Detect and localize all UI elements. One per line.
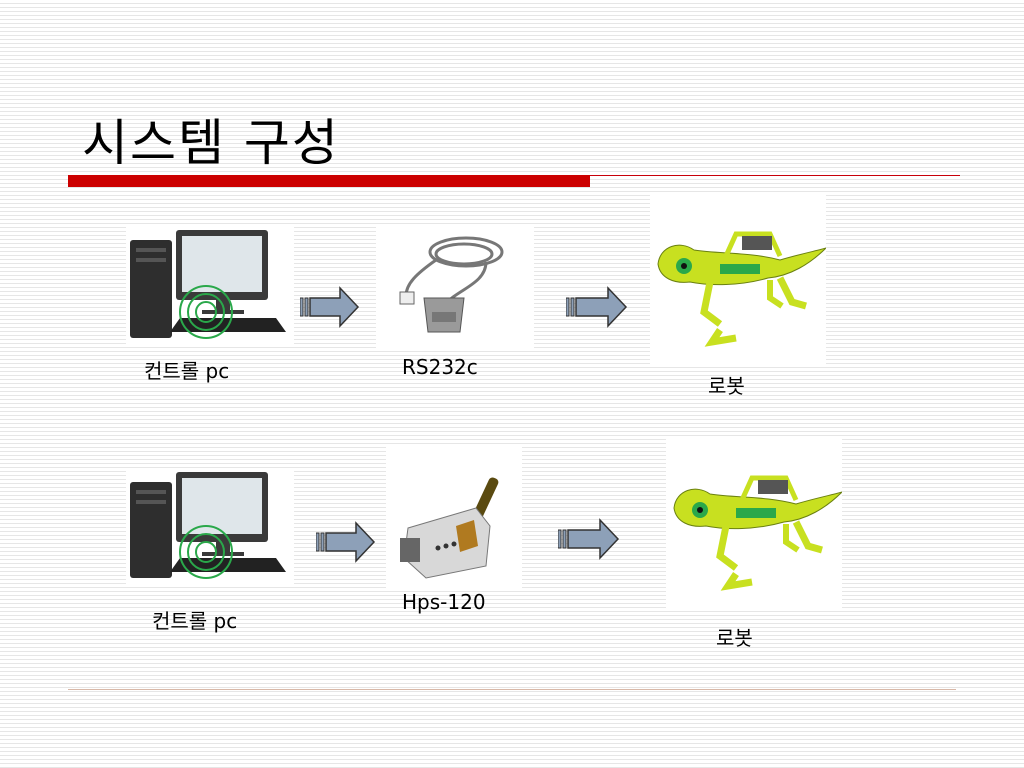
robot-label: 로봇 — [708, 374, 745, 398]
desktop-computer-icon — [126, 468, 294, 584]
lizard-robot-icon — [650, 194, 827, 366]
footer-divider — [68, 689, 956, 690]
right-arrow-icon — [316, 521, 376, 563]
hps-120-label: Hps-120 — [402, 590, 486, 614]
control-pc-label: 컨트롤 pc — [152, 609, 238, 633]
rs232c-label: RS232c — [402, 355, 478, 379]
control-pc-label: 컨트롤 pc — [144, 359, 230, 383]
right-arrow-icon — [300, 286, 360, 328]
title-accent-bar — [68, 175, 590, 187]
serial-cable-icon — [376, 224, 534, 348]
right-arrow-icon — [566, 286, 628, 328]
lizard-robot-icon — [666, 438, 843, 610]
bluetooth-module-icon — [386, 446, 522, 588]
robot-label: 로봇 — [716, 626, 753, 650]
desktop-computer-icon — [126, 226, 294, 344]
slide-title: 시스템 구성 — [82, 114, 340, 172]
right-arrow-icon — [558, 518, 620, 560]
